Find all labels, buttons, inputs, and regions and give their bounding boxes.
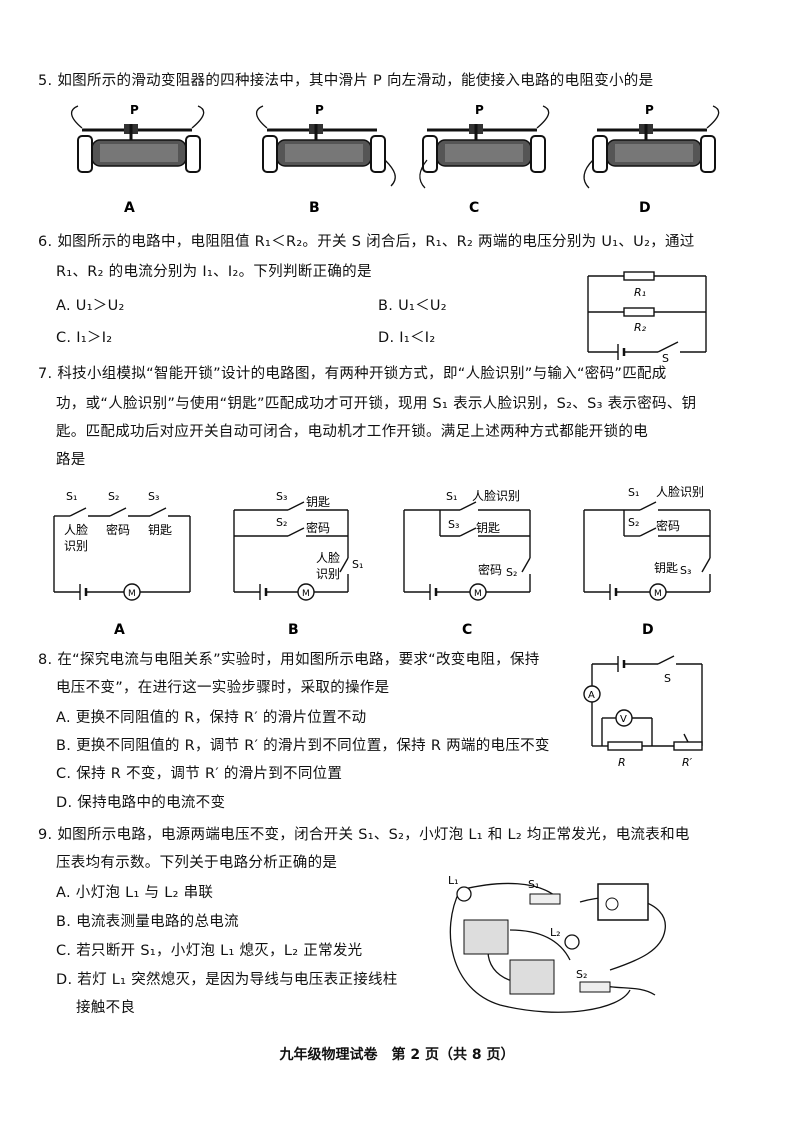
- q7d-key: 钥匙: [654, 561, 678, 575]
- page-footer: 九年级物理试卷 第 2 页（共 8 页）: [279, 1047, 515, 1063]
- q8-line2: 电压不变”，在进行这一实验步骤时，采取的操作是: [56, 680, 390, 696]
- switch-s1-icon: [529, 893, 561, 905]
- q9-line2: 压表均有示数。下列关于电路分析正确的是: [56, 855, 338, 871]
- q7a-s3: S₃: [148, 490, 159, 503]
- q8-voltmeter-label: V: [620, 714, 627, 725]
- q9-s2-label: S₂: [576, 968, 587, 981]
- q7c-face: 人脸识别: [472, 489, 520, 503]
- q7c-s2: S₂: [506, 566, 517, 579]
- q7-option-c: C: [462, 622, 472, 638]
- q6-line1: 6. 如图所示的电路中，电阻阻值 R₁＜R₂。开关 S 闭合后，R₁、R₂ 两端…: [38, 234, 695, 250]
- q8-option-d: D. 保持电路中的电流不变: [56, 795, 226, 811]
- q9-s1-label: S₁: [528, 878, 539, 891]
- q6-r1-label: R₁: [634, 286, 646, 299]
- q9-physical-circuit: L₁ S₁ L₂ S₂: [448, 874, 666, 1013]
- q7b-key: 钥匙: [306, 495, 330, 509]
- q7d-motor: M: [654, 589, 662, 599]
- q8-line1: 8. 在“探究电流与电阻关系”实验时，用如图所示电路，要求“改变电阻，保持: [38, 652, 540, 668]
- q7b-s1: S₁: [352, 558, 363, 571]
- q5-option-d: D: [639, 200, 651, 216]
- q7d-password: 密码: [656, 518, 680, 533]
- ammeter-icon: [463, 919, 509, 955]
- q7c-password: 密码: [478, 562, 502, 577]
- q7b-password: 密码: [306, 520, 330, 535]
- q5-rheostat-figures: P A P B P C P D: [71, 103, 720, 216]
- q7-option-b: B: [288, 622, 299, 638]
- q5-option-a: A: [124, 200, 135, 216]
- switch-s2-icon: [579, 981, 611, 993]
- q6-option-c: C. I₁＞I₂: [56, 330, 113, 346]
- q7c-key: 钥匙: [476, 521, 500, 535]
- q6-option-a: A. U₁＞U₂: [56, 298, 125, 314]
- q9-option-a: A. 小灯泡 L₁ 与 L₂ 串联: [56, 885, 214, 901]
- voltmeter-icon: [509, 959, 555, 995]
- q6-s-label: S: [662, 352, 669, 365]
- q5-slider-label: P: [130, 103, 139, 117]
- q7d-s3: S₃: [680, 564, 691, 577]
- q7a-motor: M: [128, 589, 136, 599]
- q7-line3: 匙。匹配成功后对应开关自动可闭合，电动机才工作开锁。满足上述两种方式都能开锁的电: [56, 424, 648, 440]
- power-supply-icon: [597, 883, 649, 921]
- q7a-s1: S₁: [66, 490, 77, 503]
- q7b-s3: S₃: [276, 490, 287, 503]
- q7a-s2: S₂: [108, 490, 119, 503]
- q8-r-label: R: [618, 756, 626, 769]
- q6-r2-label: R₂: [634, 321, 647, 334]
- q5-option-c: C: [469, 200, 479, 216]
- lamp-l1-icon: [456, 886, 472, 902]
- q8-circuit-figure: A V S R R′: [583, 655, 703, 769]
- q5-stem: 5. 如图所示的滑动变阻器的四种接法中，其中滑片 P 向左滑动，能使接入电路的电…: [38, 73, 654, 89]
- q7-line2: 功，或“人脸识别”与使用“钥匙”匹配成功才可开锁，现用 S₁ 表示人脸识别，S₂…: [56, 396, 697, 412]
- q7b-motor: M: [302, 589, 310, 599]
- q9-line1: 9. 如图所示电路，电源两端电压不变，闭合开关 S₁、S₂，小灯泡 L₁ 和 L…: [38, 827, 690, 843]
- q7a-password: 密码: [106, 522, 130, 537]
- q7d-s2: S₂: [628, 516, 639, 529]
- q8-option-b: B. 更换不同阻值的 R，调节 R′ 的滑片到不同位置，保持 R 两端的电压不变: [56, 738, 550, 754]
- q9-option-b: B. 电流表测量电路的总电流: [56, 914, 239, 930]
- q8-ammeter-label: A: [588, 690, 595, 701]
- q6-line2: R₁、R₂ 的电流分别为 I₁、I₂。下列判断正确的是: [56, 264, 372, 280]
- q7d-face: 人脸识别: [656, 485, 704, 499]
- q7c-motor: M: [474, 589, 482, 599]
- q7-option-d: D: [642, 622, 654, 638]
- q6-circuit-figure: R₁ R₂ S: [587, 271, 707, 365]
- q7-option-a: A: [114, 622, 125, 638]
- q6-option-d: D. I₁＜I₂: [378, 330, 436, 346]
- q7a-face-1: 人脸: [64, 523, 88, 537]
- q7a-key: 钥匙: [148, 523, 172, 537]
- q7b-s2: S₂: [276, 516, 287, 529]
- q7-circuit-figures: S₁ S₂ S₃ 人脸 识别 密码 钥匙 M A S₃ 钥匙 S₂ 密码: [53, 485, 711, 638]
- q7d-s1: S₁: [628, 486, 639, 499]
- q7b-face-2: 识别: [316, 567, 340, 581]
- q5-slider-label: P: [645, 103, 654, 117]
- q9-option-d2: 接触不良: [76, 1000, 136, 1016]
- q8-option-a: A. 更换不同阻值的 R，保持 R′ 的滑片位置不动: [56, 710, 367, 726]
- q7b-face-1: 人脸: [316, 551, 340, 565]
- q9-l1-label: L₁: [448, 874, 459, 887]
- q8-s-label: S: [664, 672, 671, 685]
- q7-line1: 7. 科技小组模拟“智能开锁”设计的电路图，有两种开锁方式，即“人脸识别”与输入…: [38, 366, 667, 382]
- q9-l2-label: L₂: [550, 926, 561, 939]
- q5-slider-label: P: [475, 103, 484, 117]
- q7c-s3: S₃: [448, 518, 459, 531]
- q8-option-c: C. 保持 R 不变，调节 R′ 的滑片到不同位置: [56, 766, 343, 782]
- lamp-l2-icon: [564, 934, 580, 950]
- q9-option-c: C. 若只断开 S₁，小灯泡 L₁ 熄灭，L₂ 正常发光: [56, 943, 363, 959]
- q9-option-d1: D. 若灯 L₁ 突然熄灭，是因为导线与电压表正接线柱: [56, 972, 398, 988]
- q7-line4: 路是: [56, 452, 86, 468]
- q7c-s1: S₁: [446, 490, 457, 503]
- q7a-face-2: 识别: [64, 539, 88, 553]
- q5-option-b: B: [309, 200, 320, 216]
- q6-option-b: B. U₁＜U₂: [378, 298, 447, 314]
- q8-rp-label: R′: [682, 756, 693, 769]
- q5-slider-label: P: [315, 103, 324, 117]
